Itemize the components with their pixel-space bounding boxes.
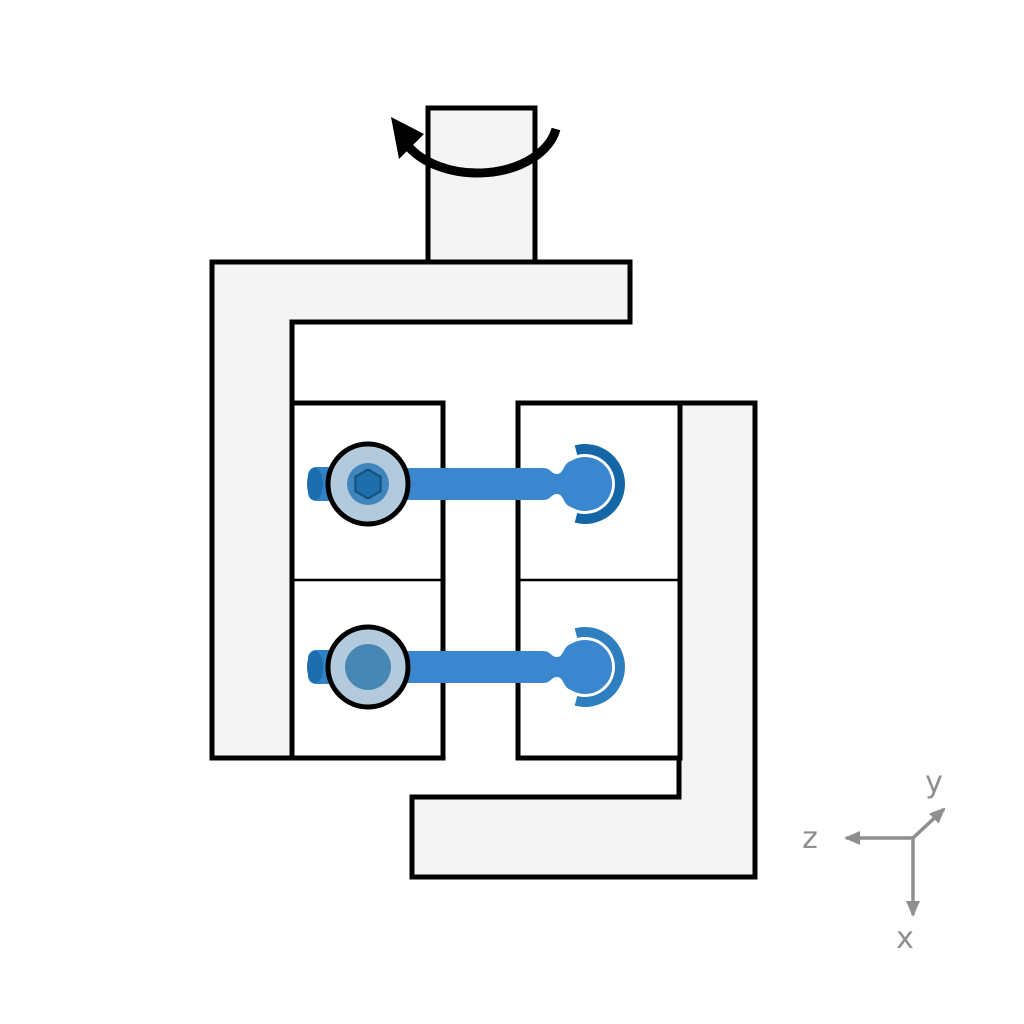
clamp-right-bracket — [409, 400, 758, 880]
bolt-upper — [307, 441, 625, 527]
y-axis-arrow — [911, 807, 946, 840]
axis-triad: z y x — [802, 765, 946, 956]
z-axis-label: z — [802, 821, 818, 856]
bolt-lower-tab-cap — [307, 651, 323, 683]
bolt-upper-socket-arc — [574, 444, 625, 524]
bolt-lower-shaft — [368, 640, 613, 694]
rotation-arrow-arc — [401, 127, 561, 178]
bolt-upper-tab-cap — [307, 468, 323, 500]
clamp-left-bracket — [209, 259, 633, 761]
rotation-arrowhead-icon — [391, 117, 424, 159]
bolt-upper-shaft — [368, 457, 613, 511]
hex-socket-icon — [354, 468, 382, 500]
y-axis-label: y — [925, 765, 943, 800]
rotation-arrow-icon — [391, 117, 561, 178]
bolt-lower-head-inner — [345, 644, 391, 690]
x-axis-label: x — [896, 921, 914, 956]
bolt-lower-socket-arc — [574, 627, 625, 707]
top-shaft — [425, 105, 538, 281]
bolt-lower — [307, 624, 625, 710]
